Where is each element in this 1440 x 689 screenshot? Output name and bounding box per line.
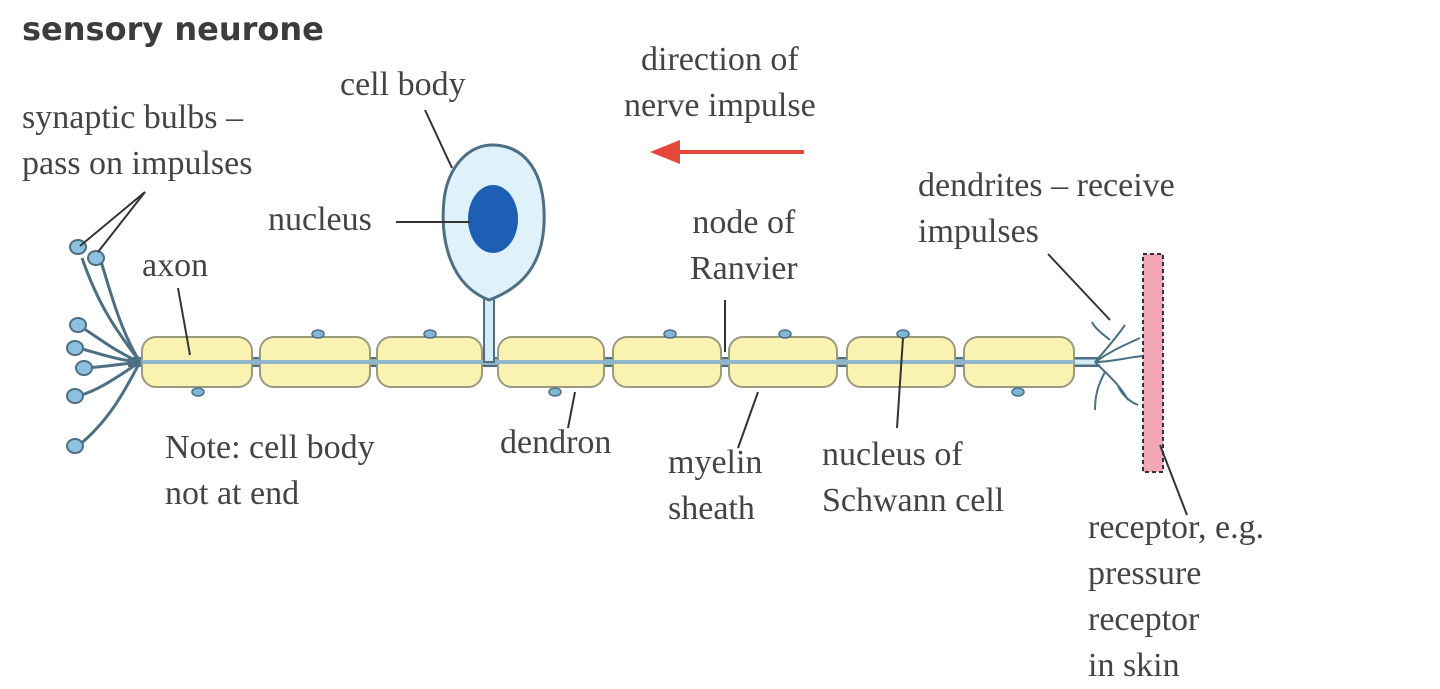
label-line: myelin [668, 444, 763, 481]
synaptic-bulb-ends [66, 239, 105, 454]
label-line: receptor [1088, 601, 1200, 638]
label-dendrites: dendrites – receive impulses [918, 163, 1175, 255]
label-line: direction of [641, 41, 799, 78]
label-line: impulses [918, 213, 1039, 250]
diagram-title: sensory neurone [22, 10, 324, 48]
label-cell-body: cell body [340, 66, 466, 103]
label-axon: axon [142, 247, 209, 284]
label-line: node of [692, 204, 796, 241]
synaptic-bulbs [77, 257, 142, 448]
receptor [1142, 253, 1164, 473]
label-nucleus: nucleus [268, 201, 372, 238]
direction-arrow-head [650, 140, 680, 164]
label-node-of-ranvier: node of Ranvier [690, 200, 798, 292]
label-line: receptor, e.g. [1088, 509, 1265, 546]
label-note: Note: cell body not at end [165, 425, 375, 517]
label-line: sheath [668, 490, 755, 527]
label-nucleus-of-schwann-cell: nucleus of Schwann cell [822, 432, 1004, 524]
label-dendron: dendron [500, 424, 612, 461]
dendrites [1091, 321, 1143, 411]
label-line: nucleus of [822, 436, 963, 473]
label-line: Note: cell body [165, 429, 375, 466]
label-line: not at end [165, 475, 300, 512]
label-line: nerve impulse [624, 87, 816, 124]
label-receptor: receptor, e.g. pressure receptor in skin [1088, 505, 1264, 689]
cell-body-stalk [483, 291, 495, 363]
label-line: Schwann cell [822, 482, 1005, 519]
cell-nucleus [468, 185, 518, 253]
label-synaptic-bulbs: synaptic bulbs – pass on impulses [22, 95, 252, 187]
label-myelin-sheath: myelin sheath [668, 440, 762, 532]
label-line: pass on impulses [22, 145, 253, 182]
label-line: dendrites – receive [918, 167, 1175, 204]
schwann-nuclei [191, 329, 1025, 397]
label-line: Ranvier [690, 250, 798, 287]
label-direction: direction of nerve impulse [624, 37, 816, 129]
label-line: pressure [1088, 555, 1202, 592]
label-line: in skin [1088, 647, 1180, 684]
label-line: synaptic bulbs – [22, 99, 243, 136]
leader-lines [79, 109, 1188, 516]
